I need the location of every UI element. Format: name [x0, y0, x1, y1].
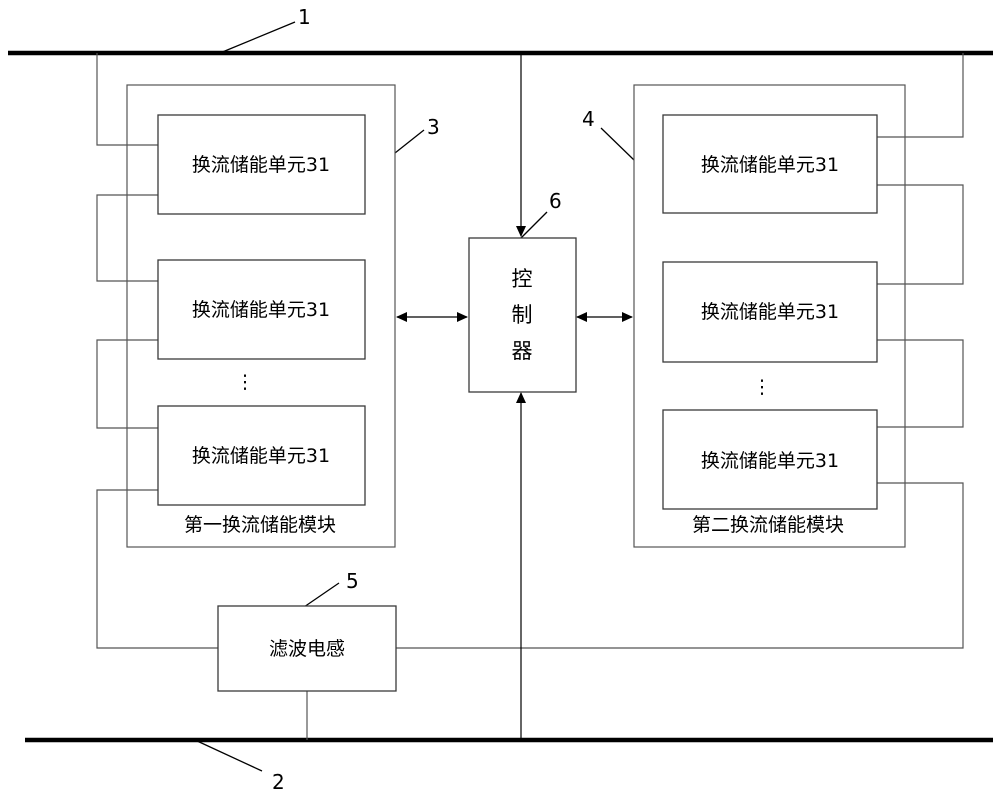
- leader-3: [394, 129, 425, 154]
- second-module-unit-2: [662, 261, 878, 363]
- second-module-unit-1: [662, 114, 878, 214]
- leader-5: [303, 582, 340, 608]
- first-module-unit-2-label: 换流储能单元31: [192, 299, 330, 321]
- controller-char-3: 器: [512, 339, 533, 363]
- second-module-unit-1-label: 换流储能单元31: [701, 154, 839, 176]
- leader-4: [600, 127, 635, 161]
- ref-label-5: 5: [346, 569, 359, 593]
- controller-char-1: 控: [512, 267, 533, 291]
- first-module-ellipsis: ⋮: [236, 371, 255, 393]
- wire-second-chain-2: [877, 339, 964, 428]
- controller-char-2: 制: [512, 303, 533, 327]
- second-module-frame: [633, 84, 906, 548]
- leader-6: [520, 211, 548, 239]
- first-module-unit-1: [157, 114, 366, 215]
- first-module-label: 第一换流储能模块: [184, 514, 336, 536]
- first-module-frame: [126, 84, 396, 548]
- first-module-unit-3: [157, 405, 366, 506]
- wire-upper-bus-to-second-unit: [877, 53, 964, 138]
- first-module-unit-1-label: 换流储能单元31: [192, 154, 330, 176]
- leader-1: [219, 21, 296, 54]
- second-module-unit-3-label: 换流储能单元31: [701, 450, 839, 472]
- wire-first-chain-1: [96, 194, 158, 282]
- controller-box: [468, 237, 577, 393]
- second-module-unit-3: [662, 409, 878, 510]
- ref-label-2: 2: [272, 770, 285, 794]
- wire-upper-bus-to-first-unit: [96, 53, 158, 146]
- second-module-unit-2-label: 换流储能单元31: [701, 301, 839, 323]
- ref-label-1: 1: [298, 5, 311, 29]
- first-module-unit-3-label: 换流储能单元31: [192, 445, 330, 467]
- second-module-label: 第二换流储能模块: [692, 514, 844, 536]
- ref-label-6: 6: [549, 189, 562, 213]
- second-module-ellipsis: ⋮: [753, 376, 772, 398]
- wire-second-unit-to-inductor: [396, 482, 964, 649]
- filter-inductor-label: 滤波电感: [269, 638, 345, 660]
- wire-first-chain-2: [96, 339, 158, 429]
- wire-second-chain-1: [877, 184, 964, 285]
- leader-2: [194, 739, 263, 772]
- first-module-unit-2: [157, 259, 366, 360]
- wire-first-unit-to-inductor: [96, 489, 218, 649]
- filter-inductor-box: [217, 605, 397, 692]
- ref-label-3: 3: [427, 115, 440, 139]
- ref-label-4: 4: [582, 107, 595, 131]
